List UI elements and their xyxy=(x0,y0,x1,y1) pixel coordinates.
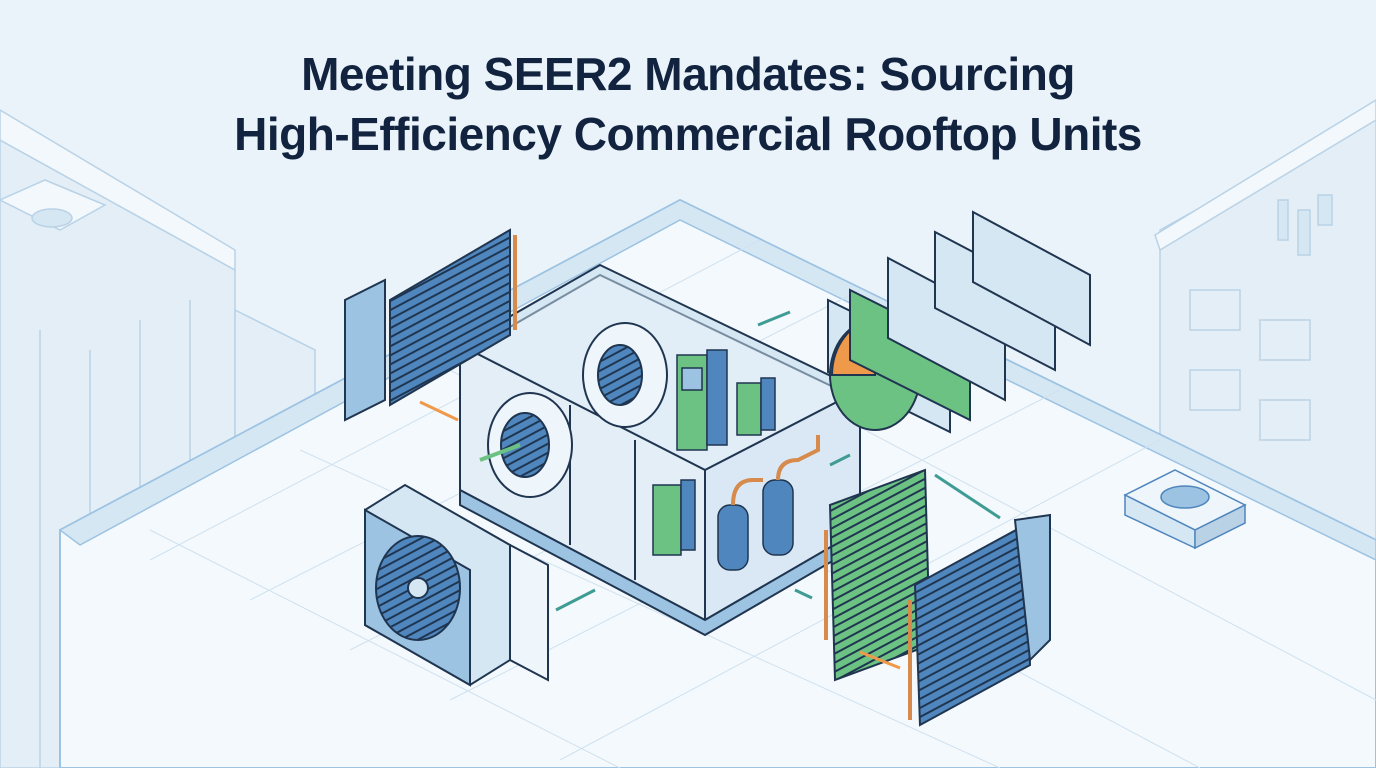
airflow-arrows xyxy=(419,310,1001,670)
variable-frequency-drive xyxy=(676,349,728,451)
controller-module xyxy=(652,377,776,556)
supply-blower xyxy=(479,392,573,498)
condenser-coil-blue xyxy=(908,513,1051,727)
title-line-1: Meeting SEER2 Mandates: Sourcing xyxy=(301,48,1075,100)
page-title: Meeting SEER2 Mandates: Sourcing High-Ef… xyxy=(0,44,1376,164)
title-line-2: High-Efficiency Commercial Rooftop Units xyxy=(234,108,1142,160)
condenser-fan xyxy=(364,483,549,687)
scroll-compressors xyxy=(717,435,820,571)
condenser-coil-green xyxy=(824,468,932,682)
damper-louvers xyxy=(887,210,1091,402)
rooftop-vent-box xyxy=(1123,469,1247,550)
return-blower xyxy=(582,322,668,428)
evaporator-coil-left xyxy=(344,228,517,422)
